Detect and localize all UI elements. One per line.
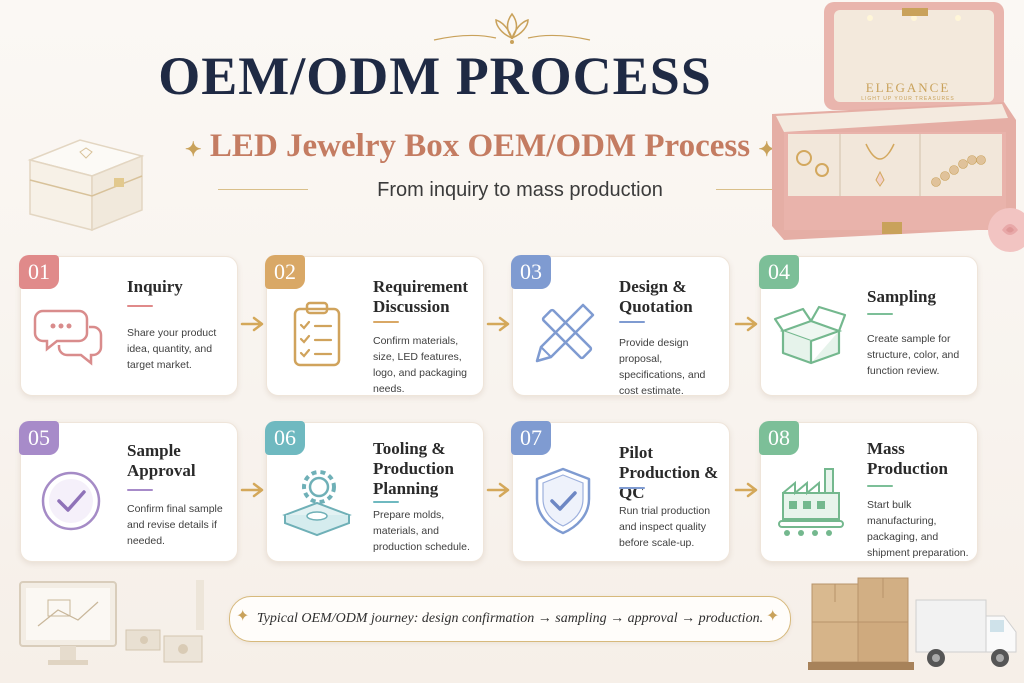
journey-text: Typical OEM/ODM journey: design confirma… xyxy=(256,611,764,626)
step-number-badge: 02 xyxy=(265,255,305,289)
page-tagline: From inquiry to mass production xyxy=(377,179,663,201)
step-title: Mass Production xyxy=(867,439,948,478)
divider xyxy=(373,321,399,323)
step-title: Tooling & Production Planning xyxy=(373,439,454,498)
step-description: Prepare molds, materials, and production… xyxy=(373,509,470,553)
step-card-pilot-production-qc: 07 Pilot Production & QC Run trial produ… xyxy=(511,421,730,562)
white-jewelry-box-illustration xyxy=(27,139,145,232)
box-slogan-text: LIGHT UP YOUR TREASURES xyxy=(861,96,955,102)
arrow-right-icon xyxy=(486,316,510,332)
sparkle-icon: ✦ xyxy=(184,139,202,161)
divider xyxy=(127,305,153,307)
step-description: Create sample for structure, color, and … xyxy=(867,333,960,377)
lotus-ornament-icon xyxy=(433,12,591,44)
step-card-mass-production: 08 Mass Production Start bulk manufactur… xyxy=(759,421,978,562)
step-number-badge: 01 xyxy=(19,255,59,289)
step-title: Requirement Discussion xyxy=(373,277,469,316)
step-number-badge: 07 xyxy=(511,421,551,455)
box-brand-text: ELEGANCE xyxy=(865,80,951,95)
page-title: OEM/ODM PROCESS xyxy=(158,46,712,106)
step-title: Design & Quotation xyxy=(619,277,693,316)
step-title: Inquiry xyxy=(127,277,183,296)
step-card-sampling: 04 Sampling Create sample for structure,… xyxy=(759,255,978,396)
gear-mold-icon xyxy=(282,470,352,537)
open-box-icon xyxy=(773,305,847,365)
page-subtitle: ✦ LED Jewelry Box OEM/ODM Process ✦ xyxy=(184,128,776,164)
factory-icon xyxy=(778,468,844,536)
sparkle-icon: ✦ xyxy=(758,139,776,161)
journey-banner: Typical OEM/ODM journey: design confirma… xyxy=(229,596,791,642)
divider xyxy=(619,321,645,323)
sparkle-icon: ✦ xyxy=(236,608,250,625)
step-title: Pilot Production & QC xyxy=(619,443,719,502)
check-circle-icon xyxy=(41,471,101,531)
step-number-badge: 03 xyxy=(511,255,551,289)
step-card-design-quotation: 03 Design & Quotation Provide design pro… xyxy=(511,255,730,397)
divider xyxy=(867,313,893,315)
step-number-badge: 06 xyxy=(265,421,305,455)
step-card-sample-approval: 05 Sample Approval Confirm final sample … xyxy=(19,421,238,562)
cartons-and-truck-illustration xyxy=(808,577,1017,670)
divider xyxy=(716,189,806,190)
sparkle-icon: ✦ xyxy=(766,608,780,625)
step-title: Sample Approval xyxy=(127,441,196,480)
step-description: Confirm materials, size, LED features, l… xyxy=(373,335,467,395)
step-description: Provide design proposal, specifications,… xyxy=(619,337,706,397)
arrow-right-icon xyxy=(240,482,264,498)
divider xyxy=(619,487,645,489)
step-title: Sampling xyxy=(867,287,936,306)
step-description: Confirm final sample and revise details … xyxy=(127,503,223,547)
clipboard-checklist-icon xyxy=(293,301,341,367)
arrow-right-icon xyxy=(240,316,264,332)
chat-bubbles-icon xyxy=(33,309,103,366)
step-number-badge: 04 xyxy=(759,255,799,289)
step-card-requirement-discussion: 02 Requirement Discussion Confirm materi… xyxy=(265,255,484,396)
divider xyxy=(867,485,893,487)
rose-icon xyxy=(988,208,1024,252)
pink-led-jewelry-box-illustration xyxy=(772,2,1016,240)
step-card-inquiry: 01 Inquiry Share your product idea, quan… xyxy=(19,255,238,396)
divider xyxy=(373,501,399,503)
step-description: Start bulk manufacturing, packaging, and… xyxy=(867,499,969,559)
design-computer-illustration xyxy=(19,580,204,665)
divider xyxy=(218,189,308,190)
shield-check-icon xyxy=(535,467,591,535)
step-number-badge: 08 xyxy=(759,421,799,455)
step-card-tooling-production-planning: 06 Tooling & Production Planning Prepare… xyxy=(265,421,484,562)
ruler-pencil-icon xyxy=(535,303,595,363)
step-number-badge: 05 xyxy=(19,421,59,455)
arrow-right-icon xyxy=(734,316,758,332)
arrow-right-icon xyxy=(486,482,510,498)
arrow-right-icon xyxy=(734,482,758,498)
divider xyxy=(127,489,153,491)
step-description: Run trial production and inspect quality… xyxy=(619,505,711,549)
step-description: Share your product idea, quantity, and t… xyxy=(127,327,217,371)
